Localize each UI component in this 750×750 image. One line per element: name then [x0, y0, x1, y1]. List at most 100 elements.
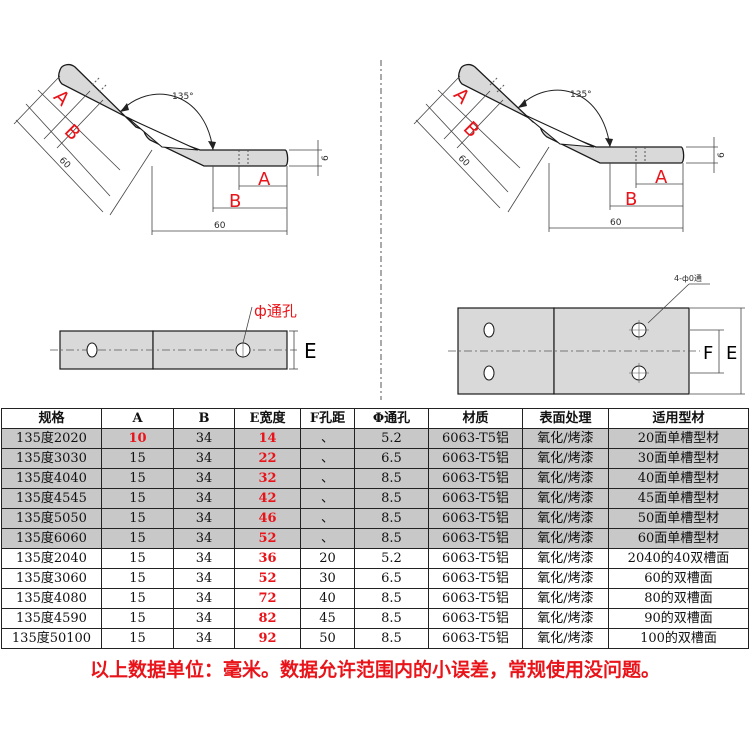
a-cell: 15	[101, 448, 174, 469]
a-cell: 15	[101, 608, 174, 629]
b-cell: 34	[173, 488, 235, 509]
profile-cell: 100的双槽面	[608, 628, 749, 649]
a-cell: 15	[101, 548, 174, 569]
f-distance-cell: 、	[300, 508, 355, 529]
f-distance-cell: 45	[300, 608, 355, 629]
e-width-cell: 52	[234, 568, 301, 589]
dim-a-horizontal: A	[258, 169, 271, 190]
hole-cell: 8.5	[354, 628, 429, 649]
dim-60-slant-right: 60	[456, 154, 471, 169]
e-width-cell: 36	[234, 548, 301, 569]
b-cell: 34	[173, 548, 235, 569]
spec-cell: 135度4545	[1, 488, 102, 509]
e-width-cell: 92	[234, 628, 301, 649]
dim-e-left: E	[304, 339, 317, 363]
profile-cell: 30面单槽型材	[608, 448, 749, 469]
header-e-width: E宽度	[234, 408, 301, 429]
profile-cell: 60面单槽型材	[608, 528, 749, 549]
spec-cell: 135度50100	[1, 628, 102, 649]
b-cell: 34	[173, 448, 235, 469]
b-cell: 34	[173, 568, 235, 589]
surface-cell: 氧化/烤漆	[522, 508, 609, 529]
spec-cell: 135度4080	[1, 588, 102, 609]
right-bracket-rib	[524, 114, 595, 148]
left-bracket-side-view: 135° A B 60 A B 60 6	[13, 63, 331, 235]
hole-cell: 6.5	[354, 568, 429, 589]
a-cell: 15	[101, 588, 174, 609]
material-cell: 6063-T5铝	[428, 608, 523, 629]
hole-label-right: 4-ф0通	[674, 273, 702, 283]
e-width-cell: 82	[234, 608, 301, 629]
hole-cell: 8.5	[354, 588, 429, 609]
dim-60-horizontal-right: 60	[610, 218, 622, 228]
hole-cell: 8.5	[354, 488, 429, 509]
header-f-hole-distance: F孔距	[300, 408, 355, 429]
b-cell: 34	[173, 428, 235, 449]
hole-cell: 8.5	[354, 468, 429, 489]
spec-cell: 135度4040	[1, 468, 102, 489]
material-cell: 6063-T5铝	[428, 448, 523, 469]
b-cell: 34	[173, 508, 235, 529]
profile-cell: 50面单槽型材	[608, 508, 749, 529]
f-distance-cell: 、	[300, 448, 355, 469]
header-b: B	[173, 408, 235, 429]
profile-cell: 40面单槽型材	[608, 468, 749, 489]
surface-cell: 氧化/烤漆	[522, 568, 609, 589]
a-cell: 15	[101, 508, 174, 529]
right-bracket-side-view: 135° A B 60 A B 60 6	[413, 63, 727, 232]
b-cell: 34	[173, 628, 235, 649]
surface-cell: 氧化/烤漆	[522, 608, 609, 629]
technical-drawings: 135° A B 60 A B 60 6	[13, 60, 745, 400]
profile-cell: 2040的40双槽面	[608, 548, 749, 569]
header-through-hole: Φ通孔	[354, 408, 429, 429]
b-cell: 34	[173, 468, 235, 489]
material-cell: 6063-T5铝	[428, 488, 523, 509]
f-distance-cell: 20	[300, 548, 355, 569]
f-distance-cell: 30	[300, 568, 355, 589]
surface-cell: 氧化/烤漆	[522, 528, 609, 549]
a-cell: 15	[101, 488, 174, 509]
dim-a-slant: A	[49, 86, 74, 111]
e-width-cell: 52	[234, 528, 301, 549]
e-width-cell: 42	[234, 488, 301, 509]
right-plate-hole-1	[483, 322, 495, 338]
dim-b-horizontal: B	[229, 191, 241, 212]
surface-cell: 氧化/烤漆	[522, 448, 609, 469]
a-cell: 15	[101, 468, 174, 489]
f-distance-cell: 、	[300, 428, 355, 449]
dim-e-right: E	[726, 343, 737, 364]
left-flat-plate-view: ф通孔 E	[50, 302, 317, 370]
dim-f-right: F	[703, 343, 713, 364]
e-width-cell: 14	[234, 428, 301, 449]
f-distance-cell: 50	[300, 628, 355, 649]
surface-cell: 氧化/烤漆	[522, 548, 609, 569]
spec-cell: 135度2040	[1, 548, 102, 569]
surface-cell: 氧化/烤漆	[522, 628, 609, 649]
surface-cell: 氧化/烤漆	[522, 488, 609, 509]
material-cell: 6063-T5铝	[428, 588, 523, 609]
hole-cell: 5.2	[354, 428, 429, 449]
header-surface: 表面处理	[522, 408, 609, 429]
left-plate-hole-1	[86, 342, 98, 358]
b-cell: 34	[173, 588, 235, 609]
right-bracket-body	[458, 63, 685, 164]
e-width-cell: 72	[234, 588, 301, 609]
a-cell: 10	[101, 428, 174, 449]
material-cell: 6063-T5铝	[428, 548, 523, 569]
f-distance-cell: 、	[300, 488, 355, 509]
table-header-row: 规格 A B E宽度 F孔距 Φ通孔 材质 表面处理 适用型材	[1, 408, 749, 429]
dim-6-thickness-right: 6	[717, 152, 727, 158]
material-cell: 6063-T5铝	[428, 428, 523, 449]
header-profile: 适用型材	[608, 408, 749, 429]
surface-cell: 氧化/烤漆	[522, 428, 609, 449]
spec-cell: 135度3030	[1, 448, 102, 469]
dim-6-thickness: 6	[321, 155, 331, 161]
